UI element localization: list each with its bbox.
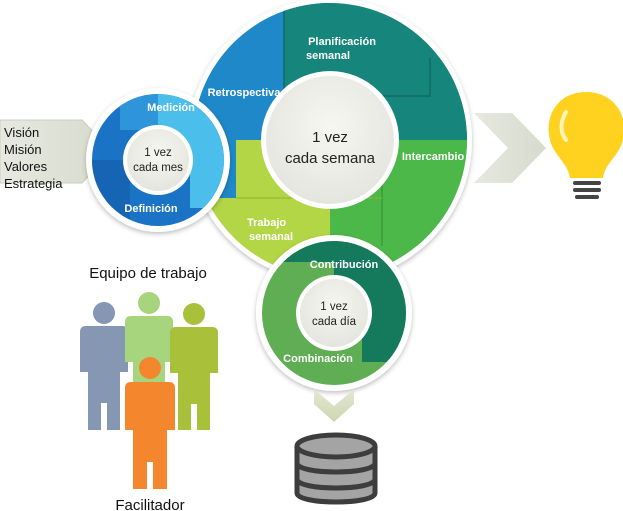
team-member-olive — [170, 303, 218, 430]
phase-weekly-work-line2: semanal — [249, 231, 293, 243]
weekly-center-line2: cada semana — [285, 150, 376, 167]
phase-weekly-work-line1: Trabajo — [247, 217, 286, 229]
phase-combination: Combinación — [283, 353, 353, 365]
daily-center-line2: cada día — [312, 316, 357, 328]
input-strategy: Estrategia — [4, 176, 63, 191]
phase-contribution: Contribución — [310, 259, 379, 271]
strategy-input-arrow: Visión Misión Valores Estrategia — [0, 119, 113, 191]
daily-cycle: 1 vez cada día Contribución Combinación — [256, 235, 412, 391]
phase-planning-line1: Planificación — [308, 36, 376, 48]
phase-exchange: Intercambio — [402, 151, 465, 163]
monthly-cycle: 1 vez cada mes Medición Definición — [86, 88, 230, 232]
lightbulb-icon — [548, 92, 623, 199]
input-vision: Visión — [4, 125, 39, 140]
down-chevron — [314, 389, 354, 422]
daily-center-line1: 1 vez — [320, 301, 348, 313]
phase-definition: Definición — [124, 203, 177, 215]
input-values: Valores — [4, 159, 48, 174]
phase-measurement: Medición — [147, 102, 195, 114]
facilitator-label: Facilitador — [115, 497, 184, 511]
weekly-center-line1: 1 vez — [312, 129, 348, 146]
facilitator-icon — [125, 357, 175, 489]
monthly-center-line1: 1 vez — [144, 147, 172, 159]
database-icon — [294, 432, 378, 505]
phase-retrospective: Retrospectiva — [208, 87, 282, 99]
input-mission: Misión — [4, 142, 42, 157]
team-label: Equipo de trabajo — [89, 265, 207, 282]
phase-planning-line2: semanal — [306, 50, 350, 62]
monthly-center-line2: cada mes — [133, 162, 183, 174]
team-member-blue — [80, 302, 128, 430]
output-chevron — [474, 113, 546, 183]
